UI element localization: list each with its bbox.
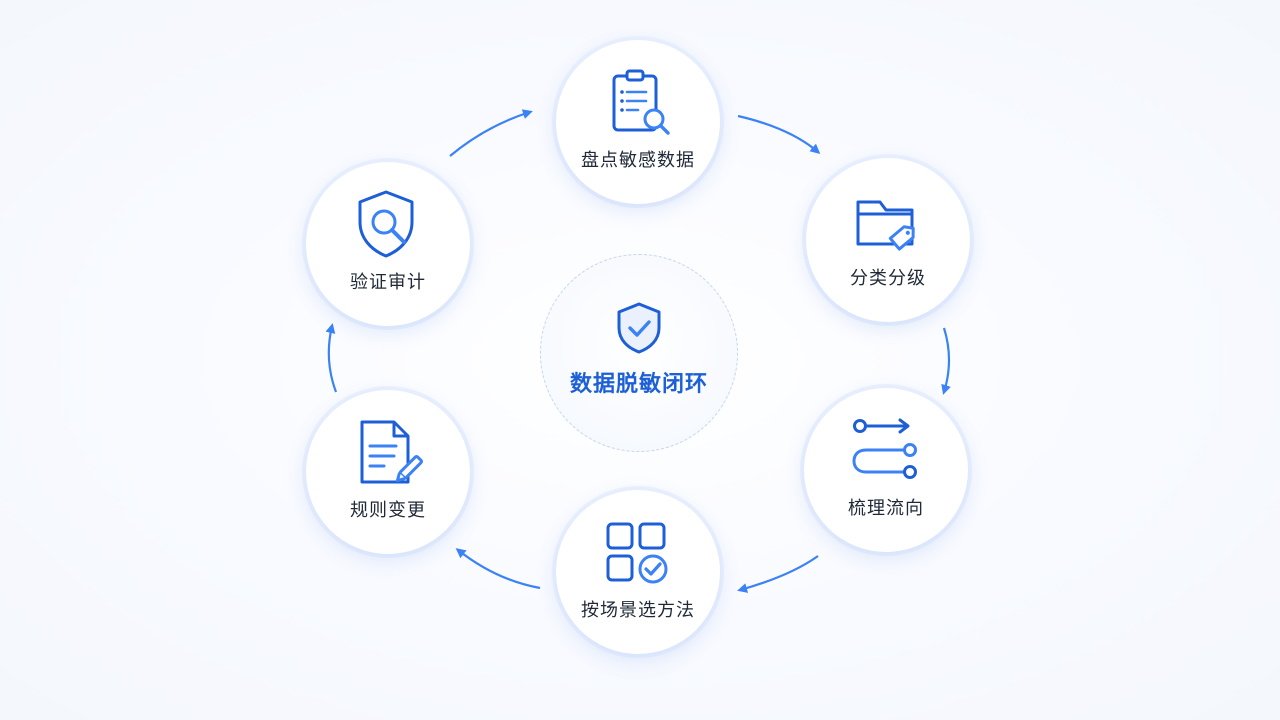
clipboard-search-icon bbox=[612, 69, 670, 135]
document-edit-icon bbox=[360, 420, 424, 484]
folder-tag-icon bbox=[856, 200, 915, 251]
shield-search-icon bbox=[358, 190, 414, 258]
step-choose-method-by-scenario: 按场景选方法 bbox=[556, 490, 720, 654]
arrow-2-to-3 bbox=[941, 327, 951, 395]
arrow-3-to-4 bbox=[737, 555, 819, 593]
flow-path-icon bbox=[852, 418, 917, 479]
step-label: 盘点敏感数据 bbox=[581, 150, 695, 171]
step-label: 验证审计 bbox=[350, 272, 426, 293]
arrow-1-to-2 bbox=[737, 114, 821, 154]
center-title: 数据脱敏闭环 bbox=[569, 372, 708, 397]
step-label: 梳理流向 bbox=[848, 498, 924, 519]
arrow-5-to-6 bbox=[325, 323, 338, 393]
center-hub: 数据脱敏闭环 bbox=[540, 254, 738, 452]
step-verify-audit: 验证审计 bbox=[306, 162, 470, 326]
step-label: 分类分级 bbox=[850, 268, 926, 289]
step-rule-change: 规则变更 bbox=[306, 390, 470, 554]
step-label: 规则变更 bbox=[350, 500, 426, 521]
arrow-6-to-1 bbox=[449, 109, 533, 157]
step-trace-data-flow: 梳理流向 bbox=[804, 388, 968, 552]
arrow-4-to-5 bbox=[455, 548, 541, 590]
step-label: 按场景选方法 bbox=[581, 600, 695, 621]
step-inventory-sensitive-data: 盘点敏感数据 bbox=[556, 40, 720, 204]
grid-check-icon bbox=[606, 522, 668, 584]
shield-check-icon bbox=[617, 302, 661, 354]
step-classify-grade: 分类分级 bbox=[806, 158, 970, 322]
